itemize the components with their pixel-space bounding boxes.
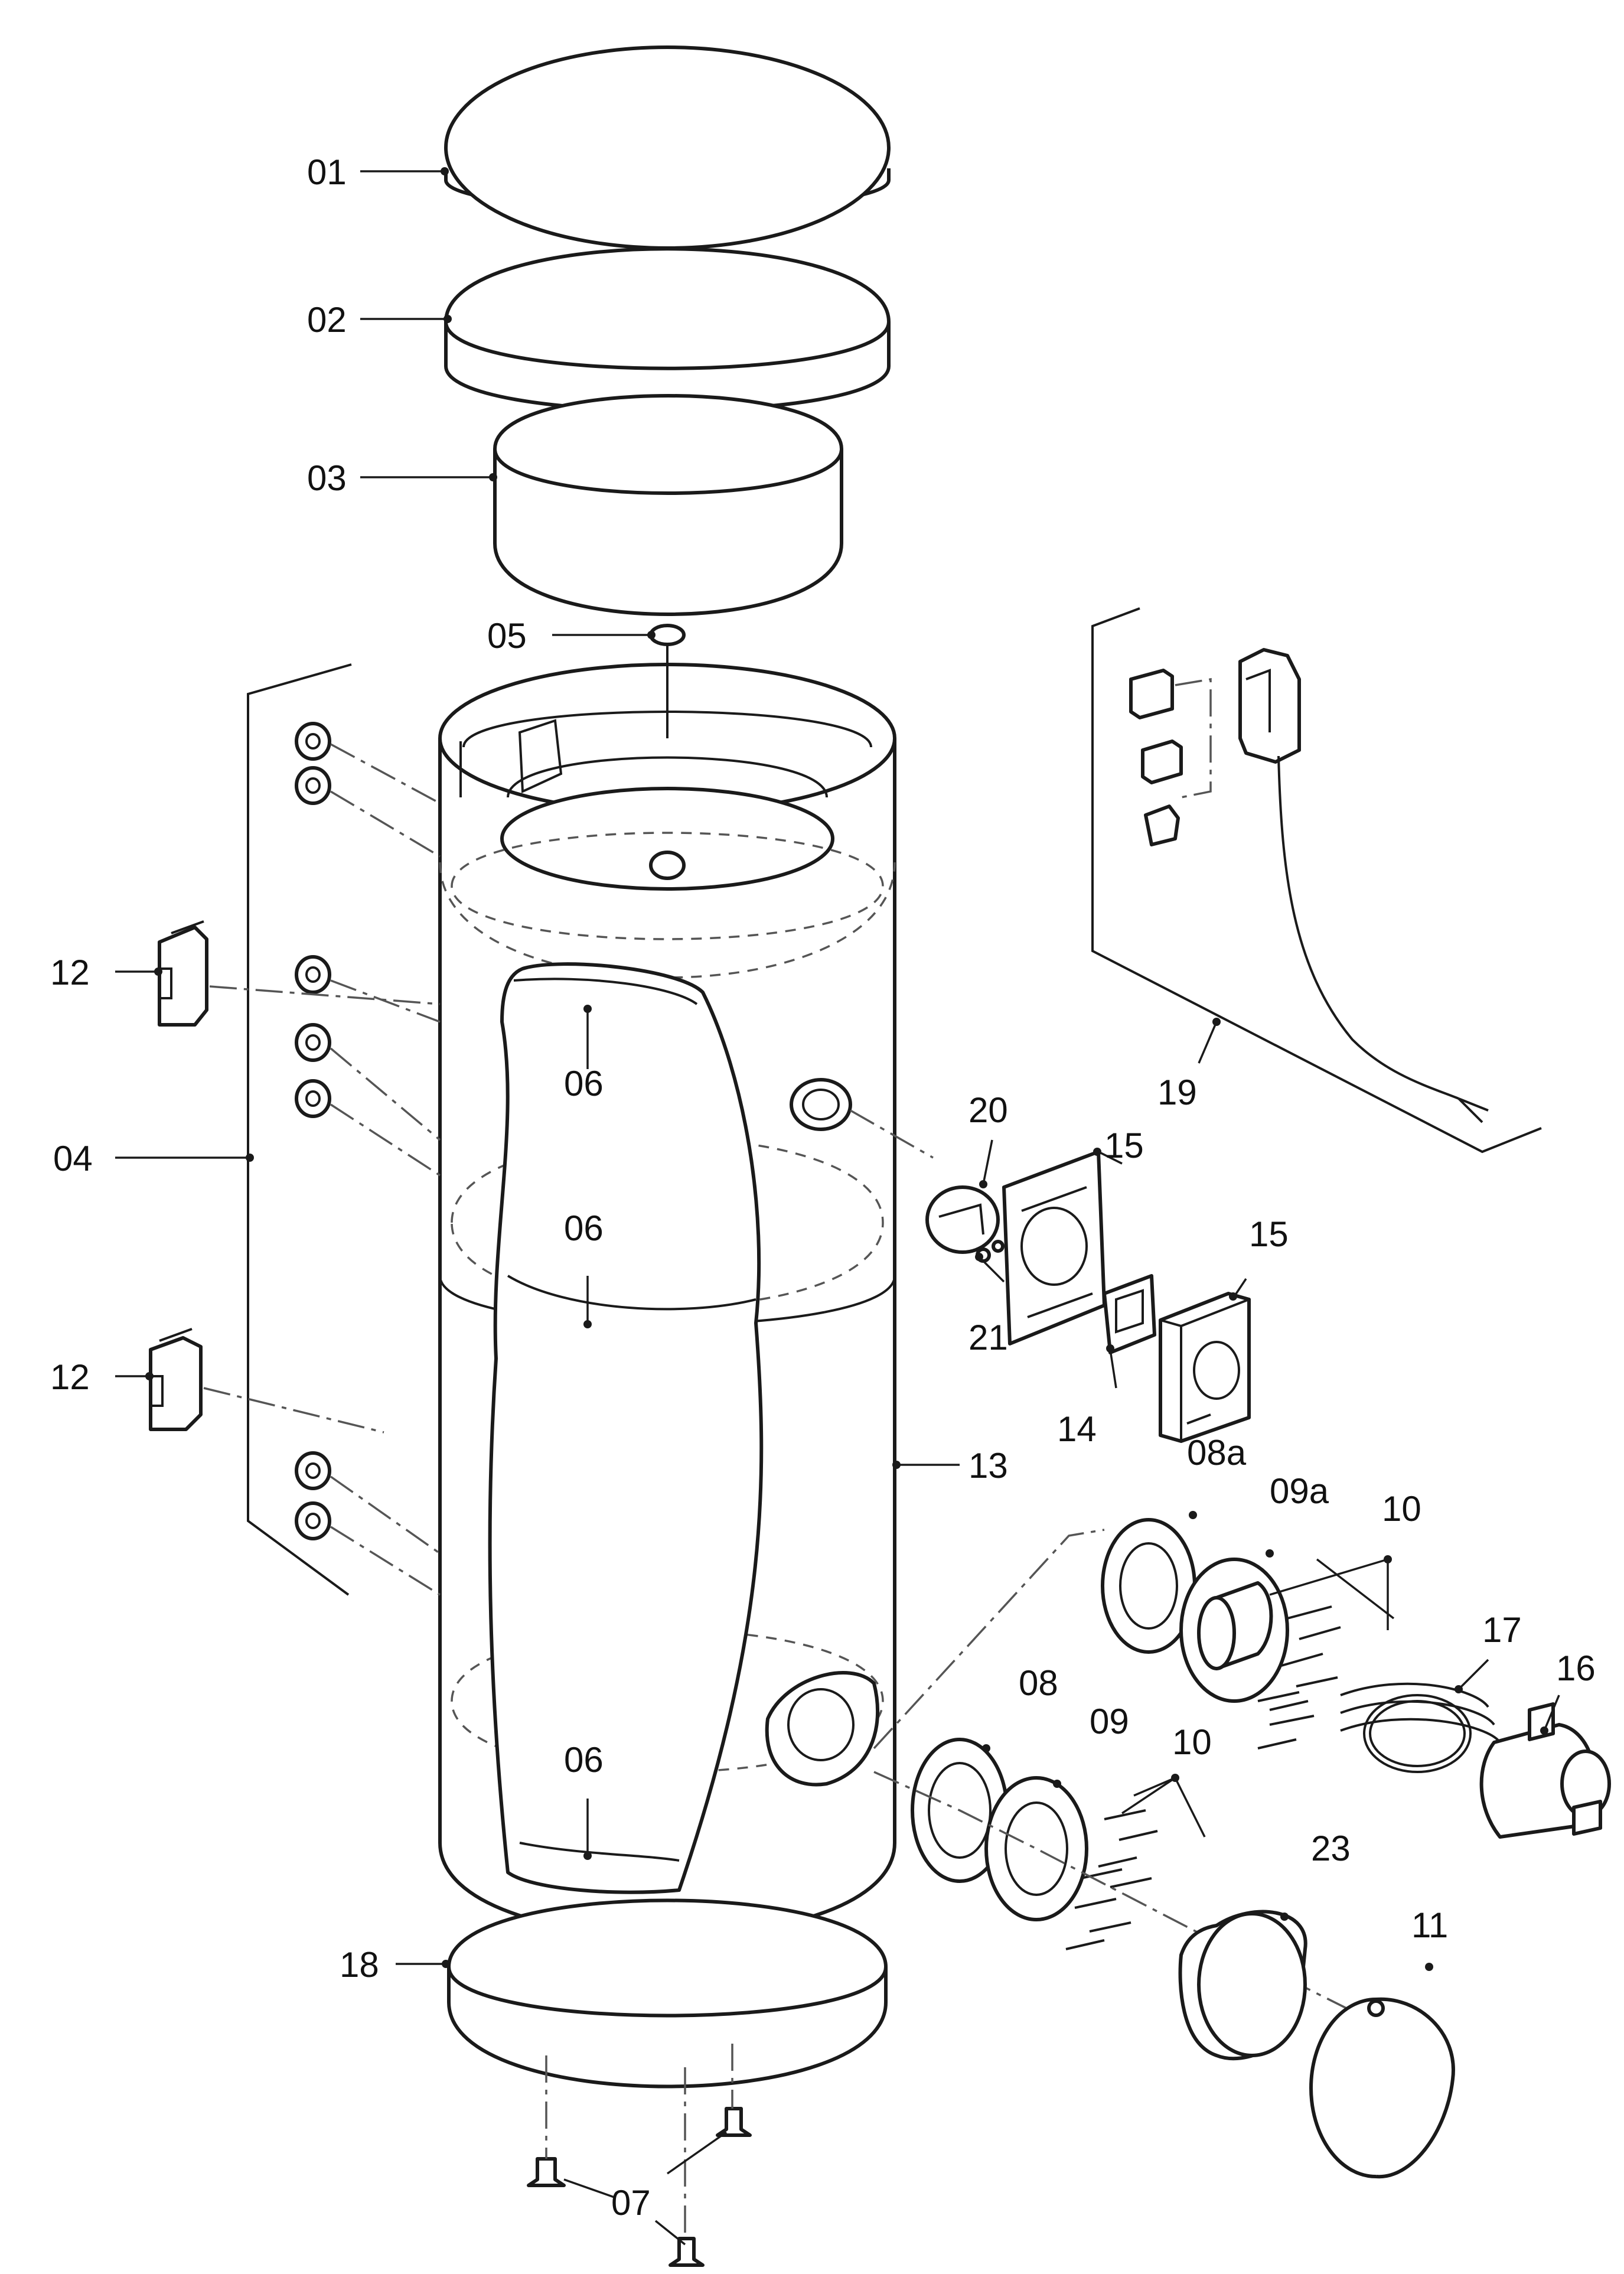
callout-13: 13 xyxy=(968,1446,1008,1485)
callout-09: 09 xyxy=(1090,1702,1129,1741)
thermostat-20 xyxy=(850,1109,1005,1263)
callout-09a: 09a xyxy=(1270,1471,1329,1511)
callout-10-upper: 10 xyxy=(1382,1489,1421,1529)
control-cover-15 xyxy=(1159,1292,1251,1443)
callout-23: 23 xyxy=(1311,1829,1351,1868)
callout-18: 18 xyxy=(340,1945,379,1985)
callout-04: 04 xyxy=(53,1139,93,1178)
immersion-head-16 xyxy=(1479,1702,1611,1839)
leader-lines xyxy=(115,167,1560,2246)
mounting-bracket-15 xyxy=(1002,1150,1106,1345)
callout-02: 02 xyxy=(307,300,347,340)
callout-10-lower: 10 xyxy=(1172,1722,1212,1762)
callout-17: 17 xyxy=(1482,1610,1522,1650)
clip-upper-12 xyxy=(158,920,441,1027)
callout-labels: 01 02 03 05 04 12 12 06 06 06 13 20 15 1… xyxy=(50,152,1596,2223)
plug-panel-19 xyxy=(1091,607,1542,1154)
tank-body-13 xyxy=(438,663,896,1938)
flange-09a xyxy=(1179,1558,1289,1703)
callout-15-cover: 15 xyxy=(1249,1214,1289,1254)
top-cover-01 xyxy=(444,45,891,250)
callout-08: 08 xyxy=(1019,1663,1058,1703)
bolts-upper-10 xyxy=(1257,1558,1395,1750)
insulation-ring-03 xyxy=(493,394,843,616)
callout-05: 05 xyxy=(487,616,527,656)
callout-16: 16 xyxy=(1556,1649,1596,1688)
bottom-cover-18 xyxy=(447,1898,888,2089)
callout-06-upper: 06 xyxy=(564,1064,604,1103)
callout-12-upper: 12 xyxy=(50,953,90,992)
callout-03: 03 xyxy=(307,458,347,498)
callout-06-lower: 06 xyxy=(564,1740,604,1780)
callout-07: 07 xyxy=(611,2183,651,2223)
cover-11 xyxy=(1309,1997,1455,2179)
callout-19: 19 xyxy=(1157,1073,1197,1112)
callout-06-middle: 06 xyxy=(564,1208,604,1248)
feet-07 xyxy=(527,2044,752,2267)
callout-21: 21 xyxy=(968,1318,1008,1357)
flange-09 xyxy=(984,1776,1088,1921)
cover-23 xyxy=(1178,1910,1307,2061)
callout-01: 01 xyxy=(307,152,347,192)
callout-08a: 08a xyxy=(1187,1433,1247,1472)
callout-15-bracket: 15 xyxy=(1104,1126,1144,1165)
fittings-panel-04 xyxy=(247,663,441,1596)
heating-element-17 xyxy=(1340,1682,1501,1773)
callout-14: 14 xyxy=(1057,1409,1097,1449)
insulation-disc-02 xyxy=(444,247,891,412)
flange-axis-lower xyxy=(873,1529,1105,1750)
callout-12-lower: 12 xyxy=(50,1357,90,1397)
callout-11: 11 xyxy=(1411,1905,1448,1945)
control-board-14 xyxy=(1103,1274,1156,1354)
callout-20: 20 xyxy=(968,1090,1008,1130)
clip-lower-12 xyxy=(149,1328,384,1434)
